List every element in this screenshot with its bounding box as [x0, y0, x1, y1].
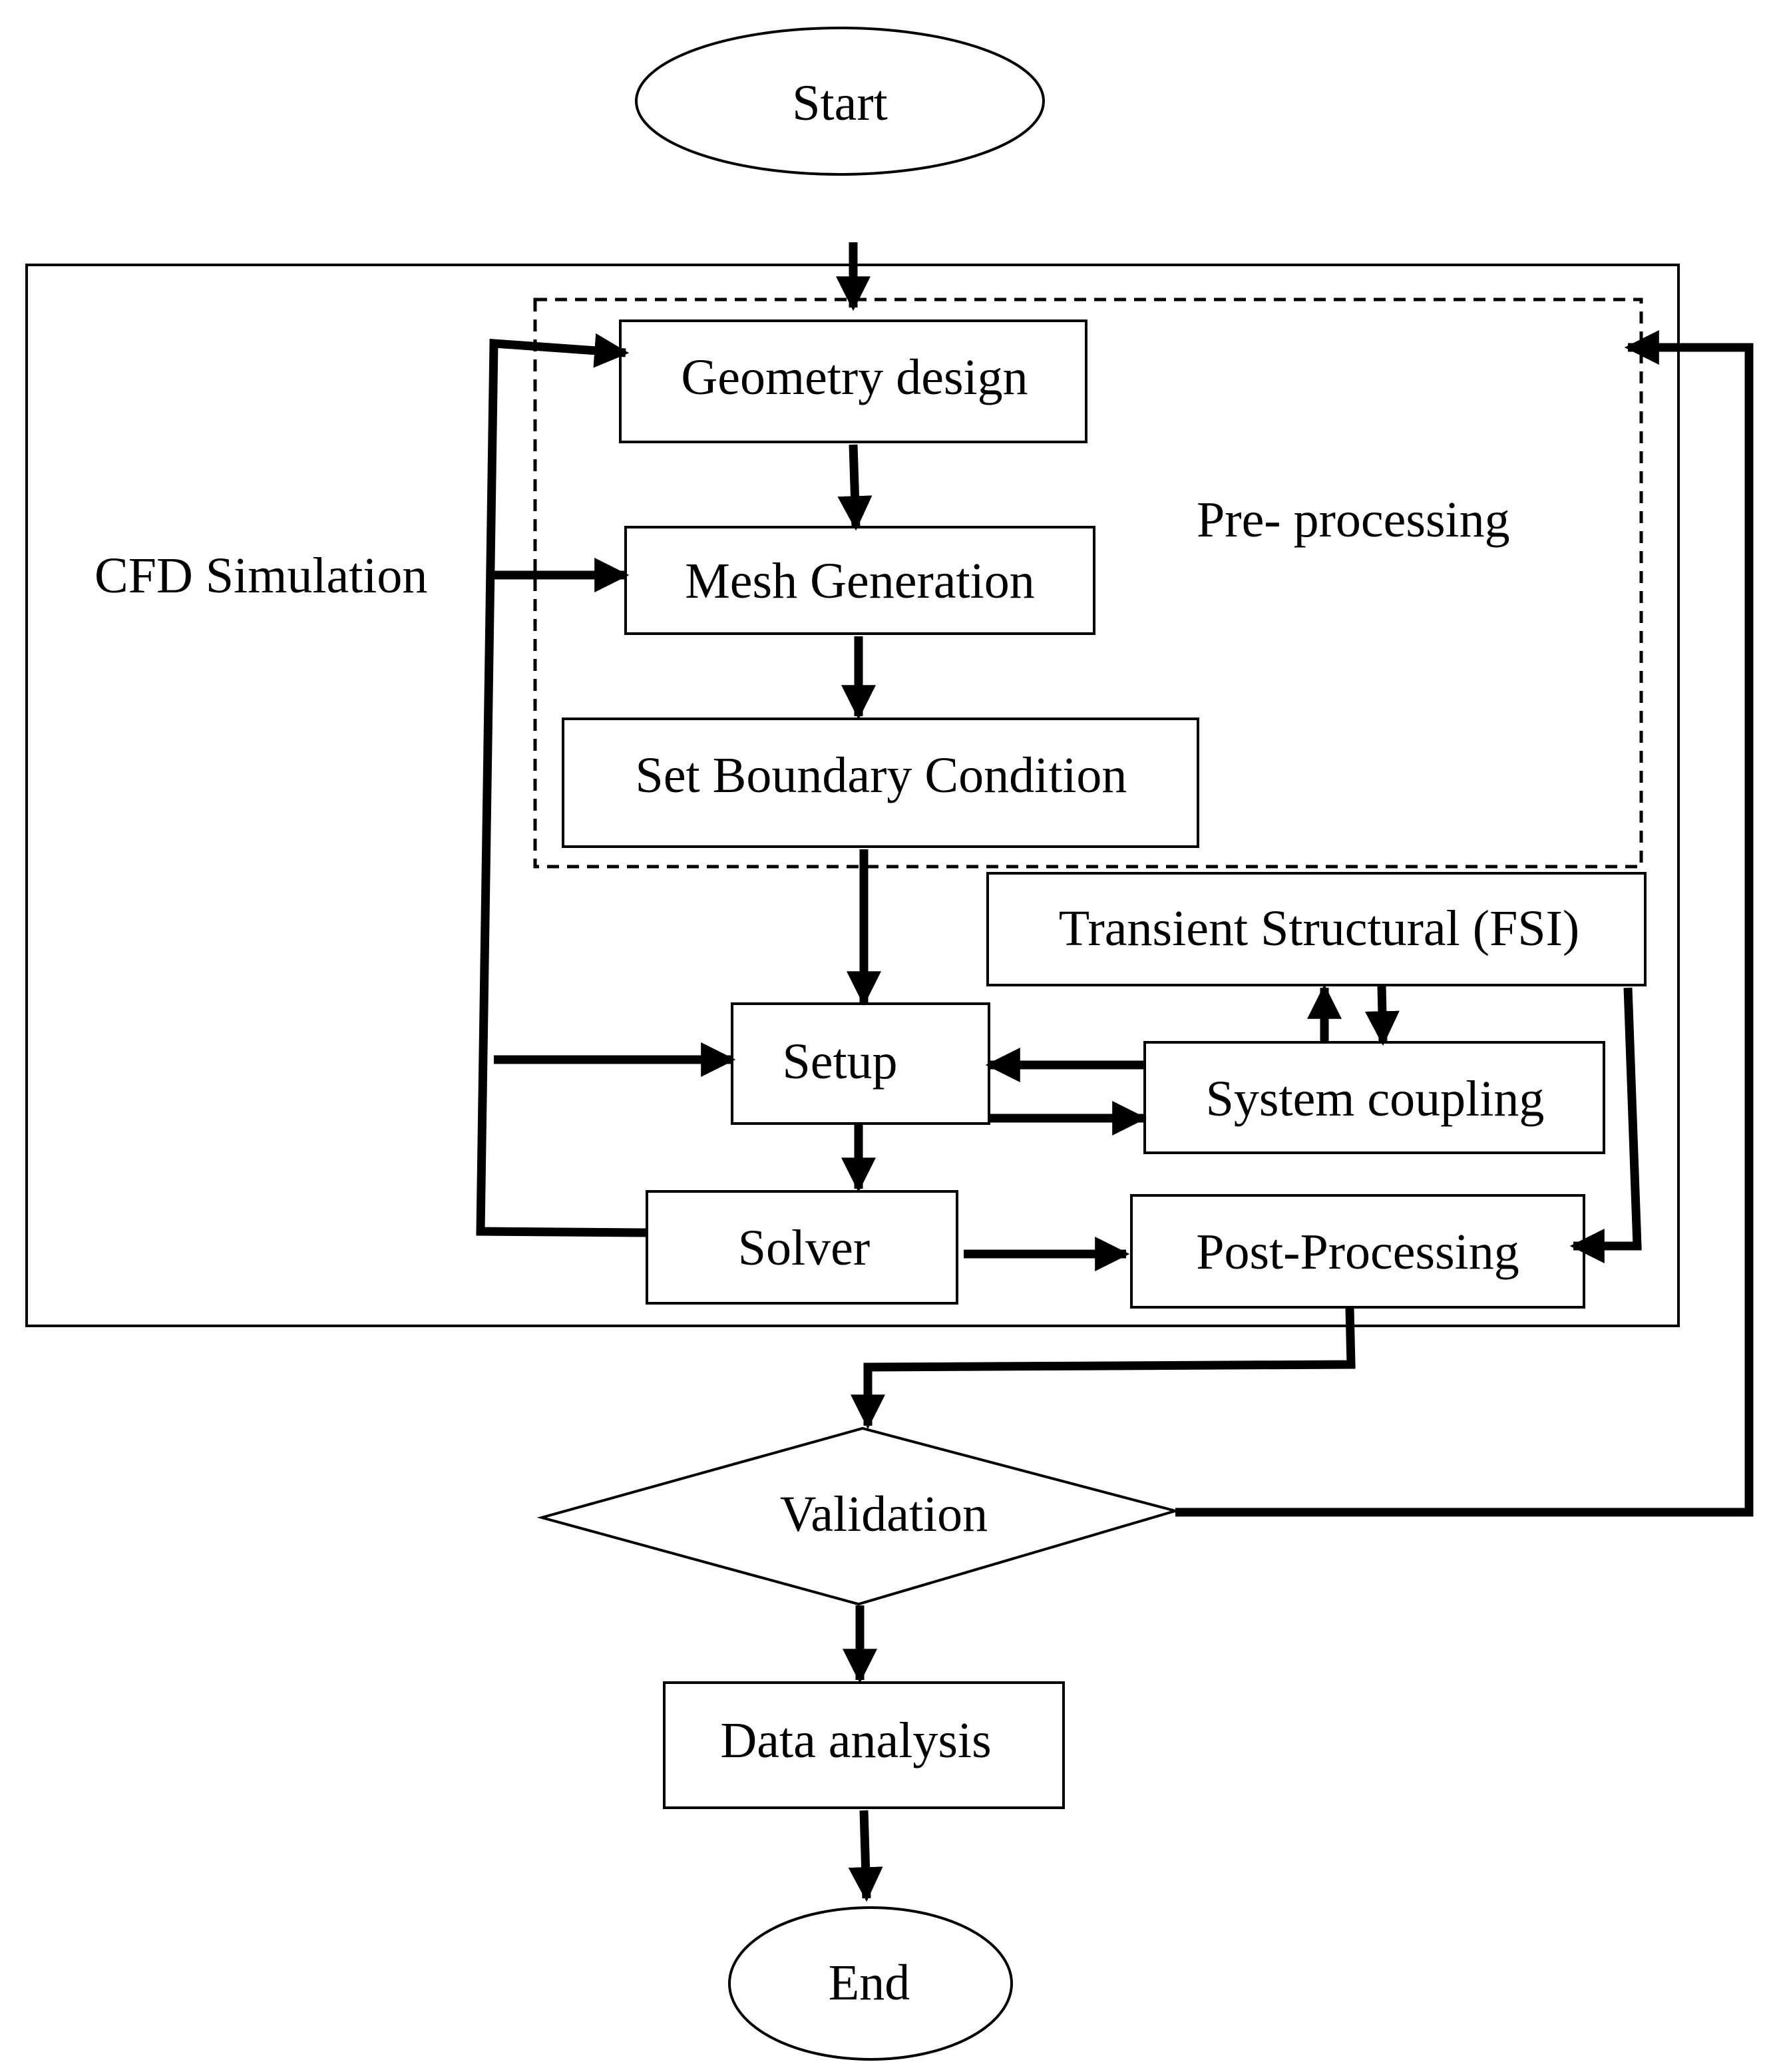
cfd-simulation-label: CFD Simulation — [95, 548, 427, 604]
mesh-generation-label: Mesh Generation — [685, 553, 1035, 609]
arrow-data-to-end — [848, 1810, 883, 1902]
setup-box — [731, 1002, 990, 1125]
system-coupling-box — [1143, 1041, 1605, 1154]
transient-structural-label: Transient Structural (FSI) — [1059, 901, 1580, 956]
transient-structural-box — [986, 872, 1647, 986]
arrow-geometry-to-mesh — [837, 444, 873, 531]
start-label: Start — [792, 75, 888, 131]
geometry-design-label: Geometry design — [681, 349, 1028, 405]
end-terminal — [728, 1906, 1013, 2061]
arrow-transient-to-post — [1569, 987, 1642, 1263]
start-terminal — [635, 27, 1045, 176]
arrow-transient-to-coupling — [1364, 986, 1400, 1046]
geometry-design-box — [619, 319, 1087, 443]
pre-processing-label: Pre- processing — [1197, 492, 1510, 548]
end-label: End — [829, 1955, 910, 2011]
post-processing-label: Post-Processing — [1196, 1224, 1519, 1280]
arrow-solver-loop-to-geometry — [476, 333, 646, 1237]
pre-processing-region — [533, 298, 1643, 869]
validation-label: Validation — [780, 1486, 988, 1542]
solver-label: Solver — [738, 1220, 870, 1276]
data-analysis-label: Data analysis — [720, 1713, 991, 1768]
set-boundary-condition-box — [562, 718, 1199, 848]
solver-box — [646, 1190, 958, 1305]
setup-label: Setup — [782, 1034, 897, 1090]
post-processing-box — [1130, 1194, 1585, 1309]
set-boundary-condition-label: Set Boundary Condition — [636, 747, 1127, 803]
arrow-post-to-validation — [851, 1308, 1356, 1430]
system-coupling-label: System coupling — [1206, 1071, 1545, 1127]
arrow-validation-feedback — [1175, 330, 1754, 1517]
